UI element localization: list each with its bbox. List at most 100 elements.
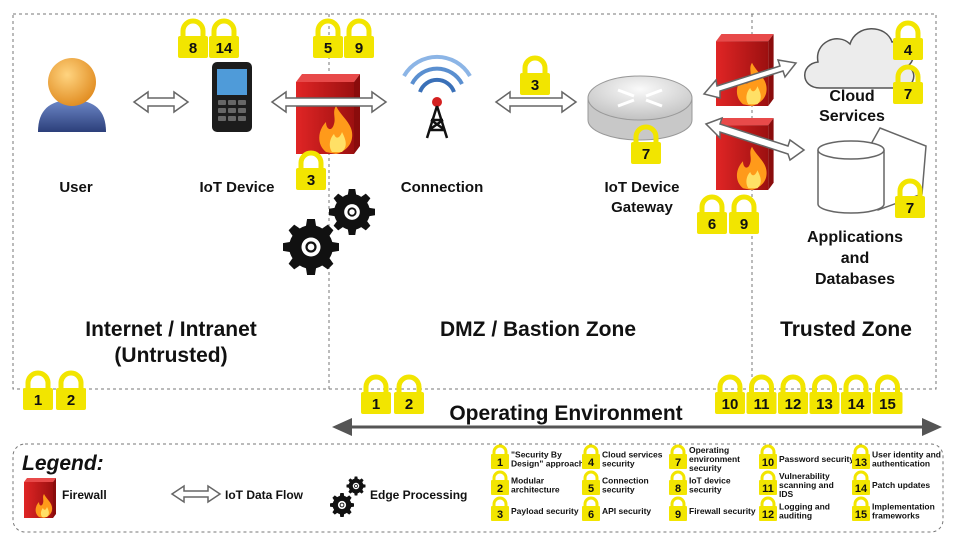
- lock-icon: [760, 444, 776, 456]
- gear-icon: [283, 219, 339, 275]
- operating-environment-label: Operating Environment: [449, 402, 682, 425]
- legend-item-text: Vulnerability: [779, 471, 830, 481]
- lock-icon: [491, 454, 509, 469]
- legend-item-text: scanning and: [779, 480, 834, 490]
- svg-text:8: 8: [189, 40, 197, 57]
- legend-item-number: 5: [588, 483, 594, 495]
- lock-icon: [760, 470, 776, 482]
- lock-number: 12: [785, 396, 802, 413]
- legend-item-text: Implementation: [872, 502, 935, 512]
- lock-operating-left: 1 2: [361, 377, 424, 414]
- user-icon: [38, 58, 106, 132]
- connection-label: Connection: [401, 179, 484, 196]
- lock-icon: [853, 470, 869, 482]
- legend-item-number: 15: [855, 509, 867, 521]
- lock-gateway-firewalls: 6 9: [697, 197, 759, 234]
- legend-item-number: 14: [855, 483, 868, 495]
- svg-text:1: 1: [34, 392, 42, 409]
- cloud-label-line2: Services: [819, 108, 885, 125]
- legend-item-text: Connection: [602, 476, 649, 486]
- legend-title: Legend:: [22, 452, 104, 475]
- legend-item-text: Password security: [779, 454, 854, 464]
- firewall-icon: [24, 478, 56, 518]
- lock-icon: [759, 454, 777, 469]
- lock-number: 10: [722, 396, 739, 413]
- lock-icon: [582, 506, 600, 521]
- svg-text:14: 14: [216, 40, 233, 57]
- lock-cloud: 4 7: [893, 23, 923, 104]
- lock-icon: [670, 496, 686, 508]
- data-flow-arrow: [494, 90, 578, 114]
- lock-icon: [669, 506, 687, 521]
- zone-dmz: DMZ / Bastion Zone: [440, 318, 636, 341]
- lock-icon: [492, 470, 508, 482]
- legend-item-number: 13: [855, 457, 867, 469]
- legend-item-text: IoT device: [689, 476, 731, 486]
- gear-icon: [346, 476, 366, 496]
- legend-item-text: auditing: [779, 511, 812, 521]
- legend-item-number: 2: [497, 483, 503, 495]
- lock-icon: [852, 480, 870, 495]
- lock-connection: 3: [520, 58, 550, 95]
- legend-item-text: environment: [689, 454, 740, 464]
- lock-icon: [492, 444, 508, 456]
- legend-item-text: security: [689, 485, 722, 495]
- lock-icon: 11: [747, 377, 777, 414]
- lock-icon: [583, 444, 599, 456]
- lock-icon: [853, 496, 869, 508]
- legend-item-text: security: [602, 485, 635, 495]
- data-flow-arrow: [270, 90, 388, 114]
- zone-trusted: Trusted Zone: [780, 318, 912, 341]
- database-icon: [817, 127, 927, 214]
- gear-icon: [330, 493, 354, 517]
- legend-item-text: Operating: [689, 445, 729, 455]
- lock-icon: [852, 506, 870, 521]
- iot-device-label: IoT Device: [199, 179, 274, 196]
- zone-internet-line2: (Untrusted): [114, 344, 227, 367]
- router-icon: [587, 75, 693, 141]
- svg-text:2: 2: [405, 396, 413, 413]
- user-label: User: [59, 179, 93, 196]
- lock-icon: [492, 496, 508, 508]
- svg-text:7: 7: [642, 146, 650, 163]
- svg-text:3: 3: [307, 172, 315, 189]
- svg-text:7: 7: [904, 86, 912, 103]
- lock-number: 15: [879, 396, 896, 413]
- legend-item-text: Cloud services: [602, 450, 663, 460]
- legend-data-flow-label: IoT Data Flow: [225, 488, 304, 502]
- lock-icon: [669, 454, 687, 469]
- phone-icon: [212, 62, 252, 132]
- lock-icon: [852, 454, 870, 469]
- lock-icon: [582, 480, 600, 495]
- lock-icon: [670, 444, 686, 456]
- lock-device: 8 14: [178, 21, 239, 58]
- legend-firewall-label: Firewall: [62, 488, 107, 502]
- legend-item-number: 6: [588, 509, 594, 521]
- legend-box: [12, 443, 944, 533]
- legend-item-number: 10: [762, 457, 774, 469]
- legend-item-text: "Security By: [511, 450, 562, 460]
- apps-label-line2: and: [841, 250, 869, 267]
- svg-text:7: 7: [906, 200, 914, 217]
- legend-item: 10 Password security: [759, 444, 854, 469]
- legend-item-text: Modular: [511, 476, 545, 486]
- lock-icon: [759, 506, 777, 521]
- lock-icon: [669, 480, 687, 495]
- lock-gateway: 7: [631, 127, 661, 164]
- legend-item-number: 11: [762, 483, 774, 495]
- data-flow-arrow: [702, 59, 798, 99]
- legend-edge-label: Edge Processing: [370, 488, 467, 502]
- svg-text:3: 3: [531, 77, 539, 94]
- zones-border: [12, 13, 937, 390]
- lock-icon: [583, 470, 599, 482]
- svg-text:4: 4: [904, 42, 913, 59]
